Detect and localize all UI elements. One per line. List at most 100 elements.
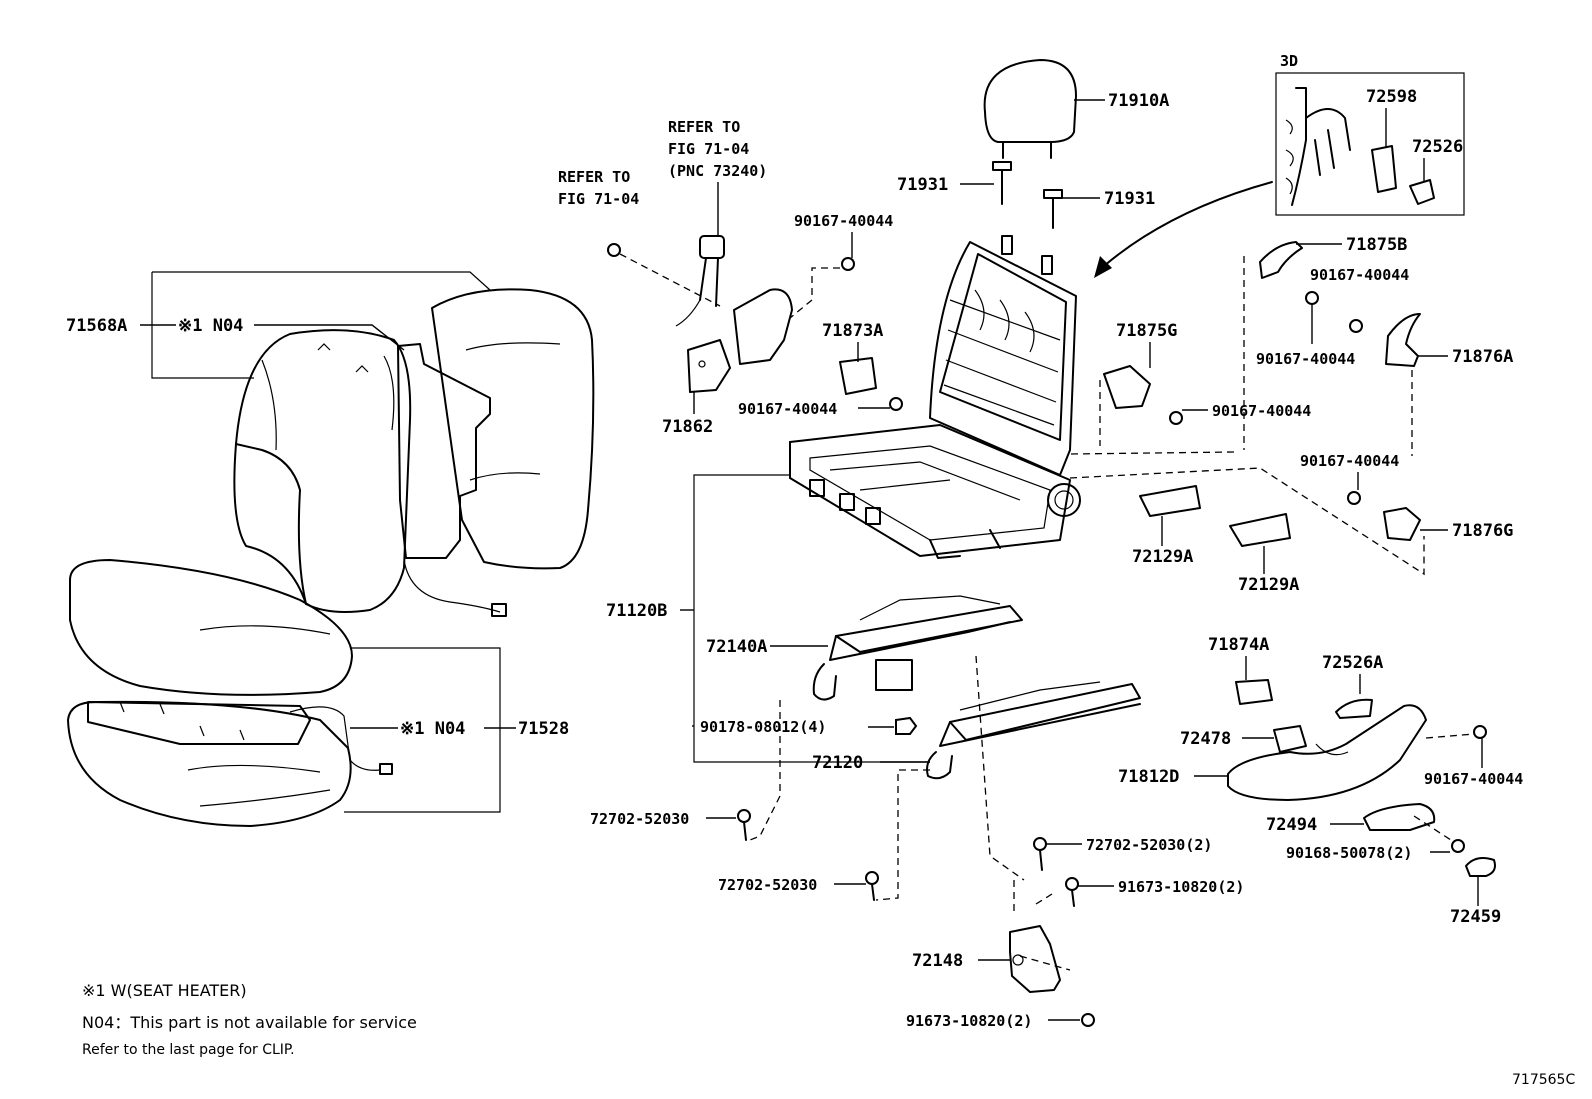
bolt-icon [1081,1013,1095,1027]
seat-heater-cushion-icon[interactable] [87,701,393,775]
bolt-icon [1065,877,1079,907]
seat-track-upper-icon[interactable] [812,595,1023,701]
bracket-71873A-icon[interactable] [839,357,877,395]
bolt-icon [1347,491,1361,505]
seatback-cover-icon[interactable] [233,288,595,613]
recliner-cover-71876G-icon[interactable] [1383,507,1421,541]
label-72459: 72459 [1450,907,1501,927]
label-72140A: 72140A [706,637,767,657]
label-72598: 72598 [1366,87,1417,107]
cap-icon[interactable] [1409,179,1435,205]
label-90178: 90178-08012(4) [700,718,826,736]
label-90168: 90168-50078(2) [1286,844,1412,862]
shield-71812D-icon[interactable] [1227,704,1427,801]
bolt-icon [1473,725,1487,739]
label-71931-right: 71931 [1104,189,1155,209]
label-3d: 3D [1280,52,1298,70]
label-72526: 72526 [1412,137,1463,157]
cap-72526A-icon[interactable] [1335,698,1373,719]
label-71568A: 71568A [66,316,127,336]
nut-icon [895,716,918,735]
trim-72129A-2-icon[interactable] [1229,513,1291,547]
trim-72129A-1-icon[interactable] [1139,485,1201,517]
inset-3d-box [1275,72,1465,216]
note-clip: Refer to the last page for CLIP. [82,1042,295,1058]
label-72702-right: 72702-52030(2) [1086,836,1212,854]
label-72702-left: 72702-52030 [590,810,689,828]
label-91673-lower: 91673-10820(2) [906,1012,1032,1030]
bolt-icon [865,871,879,901]
label-72494: 72494 [1266,815,1317,835]
label-71931-left: 71931 [897,175,948,195]
bracket-71120B [693,474,930,763]
label-72129A-second: 72129A [1238,575,1299,595]
label-72120: 72120 [812,753,863,773]
label-71876G: 71876G [1452,521,1513,541]
knob-72478-icon[interactable] [1273,725,1307,753]
seat-cushion-icon[interactable] [67,559,353,827]
bolt-icon [1033,837,1047,871]
label-90167-r4: 90167-40044 [1300,452,1399,470]
bolt-icon [889,397,903,411]
seatbelt-buckle-icon[interactable] [675,235,725,327]
label-90167-r1: 90167-40044 [1310,266,1409,284]
bracket-71568A [152,271,491,291]
label-71910A: 71910A [1108,91,1169,111]
ref1-line3: (PNC 73240) [668,162,767,180]
label-91673-upper: 91673-10820(2) [1118,878,1244,896]
cover-72459-icon[interactable] [1465,857,1496,877]
recliner-cover-71875G-icon[interactable] [1103,365,1151,409]
note-n04: N04：This part is not available for servi… [82,1013,417,1032]
label-n04-top: ※1 N04 [178,316,243,336]
bolt-icon [737,809,751,841]
label-71875G: 71875G [1116,321,1177,341]
lever-72494-icon[interactable] [1363,803,1436,831]
label-71812D: 71812D [1118,767,1179,787]
label-71862: 71862 [662,417,713,437]
inset-arrow [1103,181,1273,267]
label-n04-bottom: ※1 N04 [400,719,465,739]
label-72702-mid: 72702-52030 [718,876,817,894]
recliner-cover-71876A-icon[interactable] [1385,313,1421,367]
inset-frame-icon [1285,87,1351,206]
label-72478: 72478 [1180,729,1231,749]
label-71876A: 71876A [1452,347,1513,367]
note-seat-heater: ※1 W(SEAT HEATER) [82,981,247,1000]
inner-shield-icon[interactable] [687,288,793,393]
label-90167-top: 90167-40044 [794,212,893,230]
bolt-icon [1305,291,1319,305]
label-72129A-first: 72129A [1132,547,1193,567]
seat-heater-back-icon[interactable] [397,343,507,617]
ref2-line2: FIG 71-04 [558,190,639,208]
bracket-72148-icon[interactable] [1009,925,1061,993]
clip-icon[interactable] [1371,145,1397,193]
bolt-icon [1451,839,1465,853]
bolt-icon [607,243,621,257]
seat-frame-icon[interactable] [789,235,1081,559]
headrest-icon[interactable] [983,59,1077,159]
bolt-icon [1169,411,1183,425]
label-71120B: 71120B [606,601,667,621]
seat-track-lower-icon[interactable] [926,681,1141,780]
bracket-71528 [344,647,501,813]
label-90167-r2: 90167-40044 [1256,350,1355,368]
headrest-support-icon[interactable] [992,161,1063,229]
label-90167-r3: 90167-40044 [1212,402,1311,420]
bolt-icon [841,257,855,271]
label-72148: 72148 [912,951,963,971]
ref2-line1: REFER TO [558,168,630,186]
label-71528: 71528 [518,719,569,739]
label-90167-r5: 90167-40044 [1424,770,1523,788]
recliner-cover-71875B-icon[interactable] [1259,241,1303,279]
label-71874A: 71874A [1208,635,1269,655]
bolt-icon [1349,319,1363,333]
label-71873A: 71873A [822,321,883,341]
switch-71874A-icon[interactable] [1235,679,1273,705]
ref1-line1: REFER TO [668,118,740,136]
ref1-line2: FIG 71-04 [668,140,749,158]
label-90167-mid: 90167-40044 [738,400,837,418]
label-72526A: 72526A [1322,653,1383,673]
diagram-id: 717565C [1512,1072,1575,1088]
label-71875B: 71875B [1346,235,1407,255]
